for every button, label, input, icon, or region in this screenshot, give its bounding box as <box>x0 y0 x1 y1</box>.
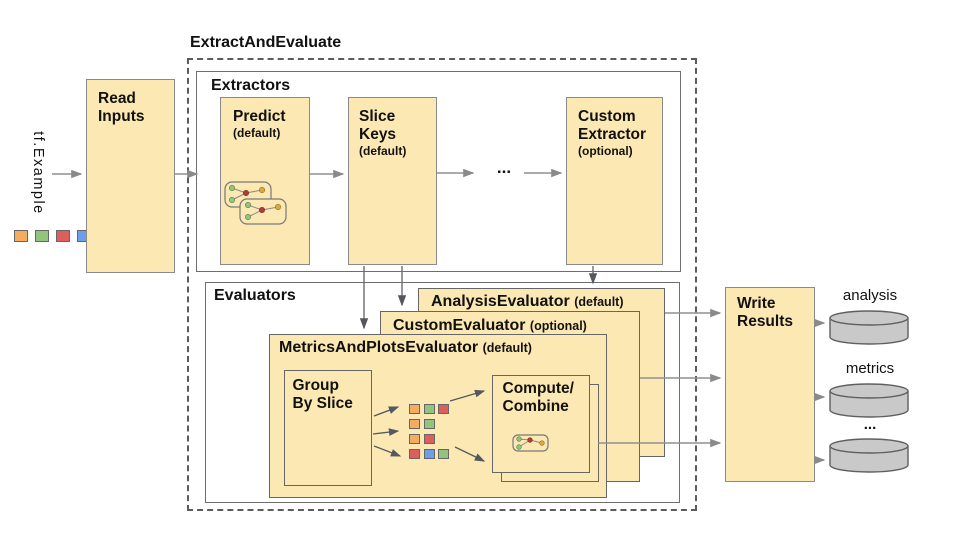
orange-example-square <box>409 404 420 414</box>
green-example-square <box>438 449 449 459</box>
predict-extractor-box: Predict (default) <box>220 97 310 265</box>
orange-example-square <box>409 419 420 429</box>
custom-evaluator-title: CustomEvaluator <box>393 317 526 334</box>
metrics-and-plots-evaluator-box: MetricsAndPlotsEvaluator (default) Group… <box>269 334 607 498</box>
metrics-plots-evaluator-subtitle: (default) <box>482 341 532 355</box>
red-example-square <box>409 449 420 459</box>
slice-keys-title1: Slice <box>359 108 396 125</box>
analysis-evaluator-title: AnalysisEvaluator <box>431 293 570 310</box>
evaluators-section: Evaluators <box>205 282 680 503</box>
slice-keys-subtitle: (default) <box>359 144 407 158</box>
sliced-squares-grid <box>409 404 449 464</box>
output-label-metrics: metrics <box>845 360 895 377</box>
more-datastore-icon <box>829 438 909 473</box>
metrics-plots-evaluator-title: MetricsAndPlotsEvaluator <box>279 339 479 356</box>
blue-example-square <box>423 449 435 459</box>
red-example-square <box>56 230 70 242</box>
green-example-square <box>423 404 435 414</box>
read-inputs-line2: Inputs <box>98 108 145 125</box>
analysis-datastore-icon <box>829 310 909 345</box>
slice-keys-extractor-box: Slice Keys (default) <box>348 97 437 265</box>
orange-example-square <box>14 230 28 242</box>
evaluators-label: Evaluators <box>214 287 296 304</box>
tf-example-label: tf.Example <box>30 131 46 215</box>
red-example-square <box>423 434 435 444</box>
custom-evaluator-subtitle: (optional) <box>529 319 587 333</box>
compute-combine-box: Compute/ Combine <box>491 374 590 473</box>
orange-example-square <box>409 434 420 444</box>
sliced-squares-row <box>409 449 449 459</box>
sliced-squares-row <box>409 419 449 429</box>
custom-extractor-title2: Extractor <box>578 126 647 143</box>
combine-graph-icon <box>511 433 549 452</box>
output-label-analysis: analysis <box>842 287 898 304</box>
custom-extractor-box: Custom Extractor (optional) <box>566 97 663 265</box>
green-example-square <box>423 419 435 429</box>
red-example-square <box>438 404 449 414</box>
model-graph-icon <box>224 181 287 225</box>
group-by-slice-line1: Group <box>292 376 340 394</box>
write-results-line2: Results <box>737 313 793 330</box>
extractors-label: Extractors <box>211 77 291 94</box>
group-by-slice-box: Group By Slice <box>283 369 372 486</box>
write-results-line1: Write <box>737 295 776 312</box>
compute-combine-line2: Combine <box>502 397 569 415</box>
read-inputs-box: Read Inputs <box>86 79 175 273</box>
extractors-ellipsis: ... <box>496 158 512 177</box>
custom-extractor-subtitle: (optional) <box>578 144 633 158</box>
read-inputs-line1: Read <box>98 90 136 107</box>
green-example-square <box>35 230 49 242</box>
input-label-wrap: tf.Example <box>0 131 98 215</box>
extract-and-evaluate-container <box>187 58 697 511</box>
sliced-squares-row <box>409 434 449 444</box>
input-squares <box>14 230 91 242</box>
sliced-squares-row <box>409 404 449 414</box>
custom-extractor-title1: Custom <box>578 108 636 125</box>
compute-combine-line1: Compute/ <box>502 379 574 397</box>
metrics-datastore-icon <box>829 383 909 418</box>
analysis-evaluator-subtitle: (default) <box>574 295 624 309</box>
output-label-more: ... <box>863 416 877 433</box>
slice-keys-title2: Keys <box>359 126 397 143</box>
predict-title: Predict <box>233 108 286 125</box>
predict-subtitle: (default) <box>233 126 281 140</box>
group-by-slice-line2: By Slice <box>292 394 353 412</box>
write-results-box: Write Results <box>725 287 815 482</box>
diagram-title: ExtractAndEvaluate <box>190 34 342 51</box>
